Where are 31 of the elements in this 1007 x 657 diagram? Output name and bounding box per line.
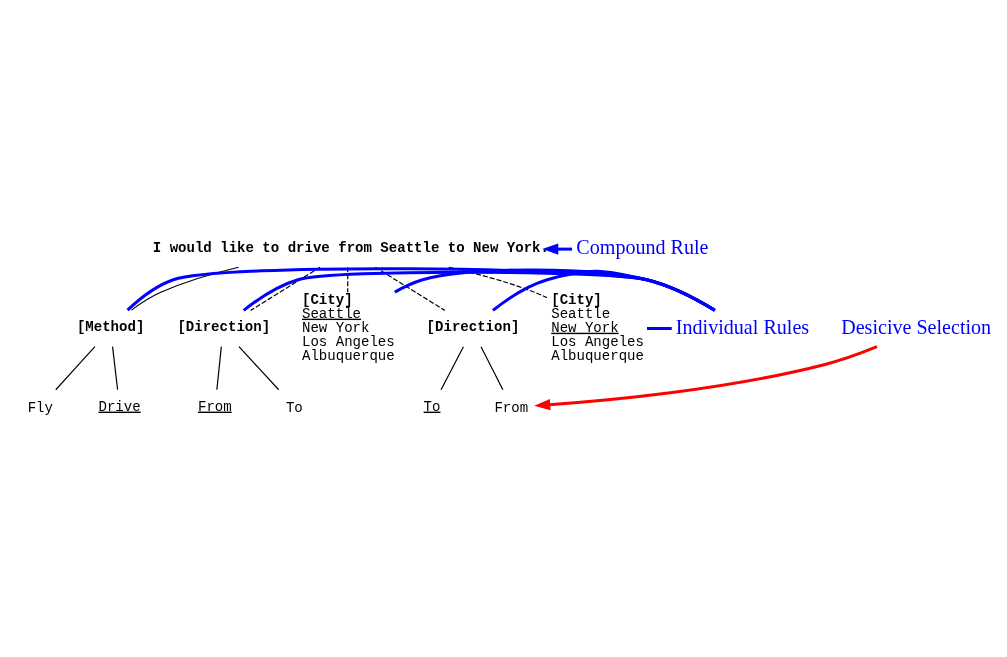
node-text: From [494, 399, 529, 416]
connector [394, 268, 716, 312]
node-text: I would like to drive from Seattle to New York. [152, 239, 549, 256]
connector [111, 346, 119, 391]
connector [130, 266, 240, 311]
node-text: Fly [27, 399, 53, 416]
node-text: Desicive Selection [841, 315, 992, 338]
connector [126, 267, 716, 312]
node-text: Individual Rules [675, 315, 810, 338]
connector [242, 270, 716, 312]
connector [55, 346, 96, 391]
connector [492, 269, 716, 312]
node-text: To [423, 398, 441, 415]
node-text: [City] Seattle New York Los Angeles Albuquerque [302, 291, 395, 364]
connector [250, 266, 321, 311]
connector [480, 346, 504, 391]
connector [440, 346, 465, 391]
node-text: Drive [98, 398, 141, 415]
connector [448, 266, 548, 299]
node-text: [City] Seattle New York Los Angeles Albuquerque [551, 291, 644, 364]
arrow [542, 243, 573, 255]
node-text: [Method] [76, 319, 145, 336]
arrow [534, 345, 878, 411]
node-text: [Direction] [177, 319, 271, 336]
node-text: Compound Rule [576, 236, 709, 259]
connector [647, 327, 672, 330]
connector [216, 346, 222, 391]
node-text: From [198, 398, 232, 415]
node-text: To [285, 399, 303, 416]
node-text: [Direction] [426, 319, 520, 336]
connector [238, 346, 280, 391]
